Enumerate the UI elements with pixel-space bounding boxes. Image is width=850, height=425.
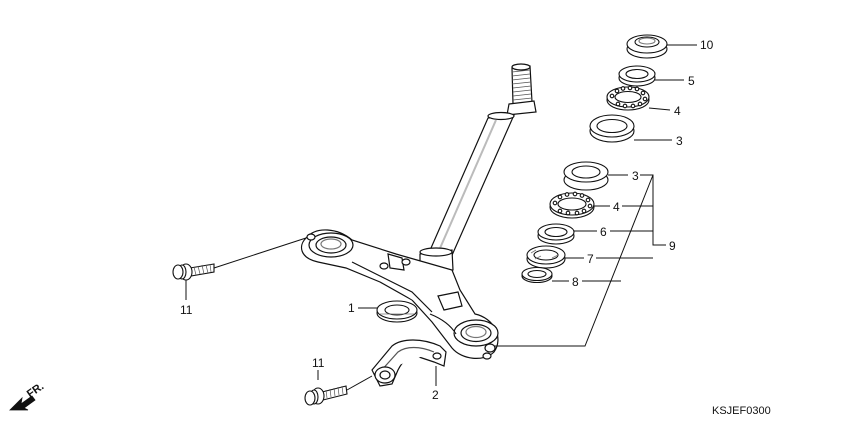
race-3-upper [590, 115, 634, 142]
fr-label: FR. [25, 380, 46, 400]
bolt-upper [173, 264, 214, 280]
callout-4-lower: 4 [613, 200, 620, 214]
bottom-bridge [302, 230, 498, 359]
bracket-part [372, 340, 446, 386]
callout-1: 1 [348, 301, 355, 315]
callout-8: 8 [572, 275, 579, 289]
callout-11-upper: 11 [180, 303, 193, 317]
callout-labels: 10 5 4 3 3 4 6 7 8 9 1 11 11 2 [180, 38, 714, 402]
callout-11-lower: 11 [312, 356, 325, 370]
seal-7 [527, 246, 565, 268]
callout-9: 9 [669, 239, 676, 253]
race-5 [619, 66, 655, 86]
locknut-10 [627, 35, 667, 58]
front-direction-arrow: FR. [9, 380, 46, 411]
steering-stem [420, 64, 536, 274]
callout-10: 10 [700, 38, 714, 52]
callout-5: 5 [688, 74, 695, 88]
leader-lines [185, 44, 697, 391]
bearing-4-lower [550, 191, 594, 218]
race-3-lower [564, 162, 608, 190]
bolt-lower [305, 386, 347, 405]
callout-3-lower: 3 [632, 169, 639, 183]
callout-3-upper: 3 [676, 134, 683, 148]
washer-8 [522, 268, 552, 283]
callout-4-upper: 4 [674, 104, 681, 118]
diagram-code: KSJEF0300 [712, 405, 771, 417]
dust-seal-part [377, 301, 417, 322]
callout-7: 7 [587, 252, 594, 266]
bearing-4-upper [607, 85, 649, 110]
arrow-icon [9, 395, 36, 411]
callout-2: 2 [432, 388, 439, 402]
callout-6: 6 [600, 225, 607, 239]
race-6 [538, 224, 574, 244]
